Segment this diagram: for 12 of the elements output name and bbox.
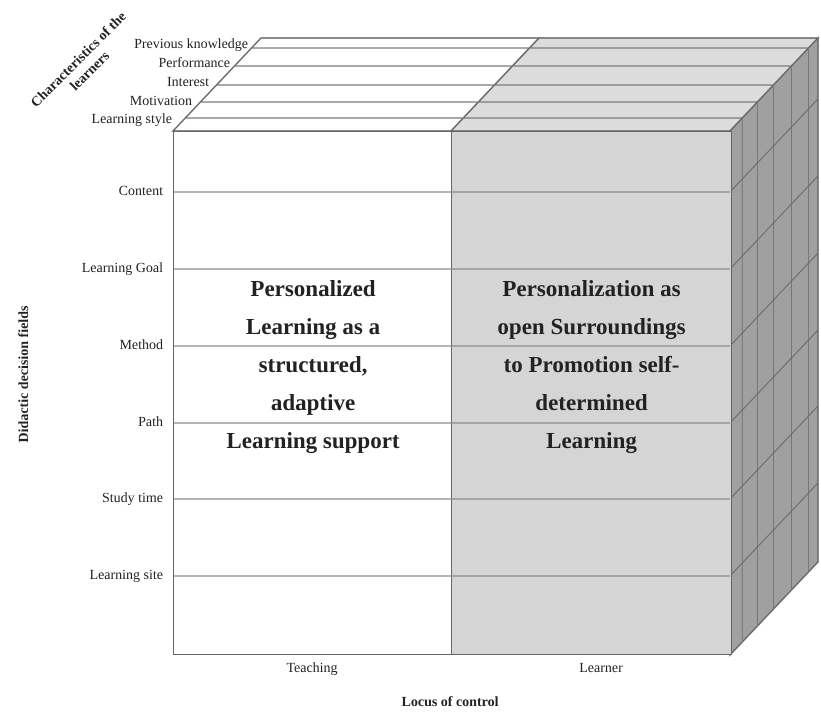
axis-value-label: Learning site — [88, 567, 163, 585]
section-title: Personalization as open Surroundings to Promotion self-determined Learning — [496, 275, 687, 456]
axis-value-label: Learner — [578, 660, 624, 678]
axis-title: Locus of control — [400, 694, 500, 712]
axis-value-label: Learning style — [90, 111, 172, 129]
axis-value-label: Teaching — [285, 660, 339, 678]
axis-value-label: Learning Goal — [80, 260, 163, 278]
cube-face-section — [451, 131, 732, 655]
axis-value-label: Content — [118, 183, 163, 201]
axis-title: Didactic decision fields — [17, 304, 33, 444]
section-title: Personalized Learning as a structured, adaptive Learning support — [225, 275, 401, 456]
axis-value-label: Study time — [100, 490, 163, 508]
